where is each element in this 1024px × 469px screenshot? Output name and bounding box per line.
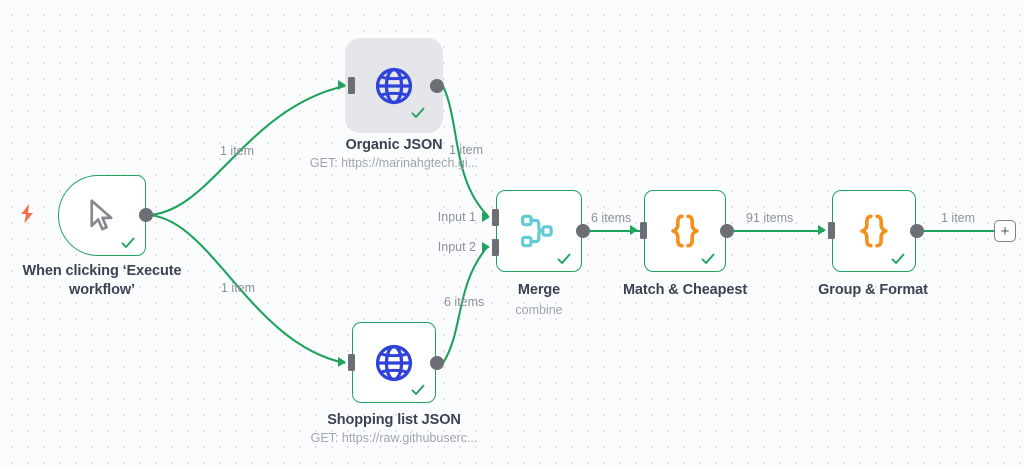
edge-label-group-to-add: 1 item	[941, 211, 976, 225]
status-check-icon	[120, 235, 136, 251]
plus-icon: +	[1000, 222, 1010, 240]
input-arrow-merge-2	[482, 242, 490, 252]
merge-input-1-label: Input 1	[437, 210, 476, 224]
input-port-group-and-format[interactable]	[828, 222, 835, 239]
node-subtitle-merge: combine	[515, 303, 563, 317]
input-port-shopping-list-json[interactable]	[348, 354, 355, 371]
input-arrow-match-and-cheapest	[630, 225, 638, 235]
output-port-shopping-list-json[interactable]	[430, 356, 444, 370]
mouse-pointer-icon	[59, 176, 145, 255]
edge-label-trigger-to-shopping: 1 item	[221, 281, 256, 295]
input-port-match-and-cheapest[interactable]	[640, 222, 647, 239]
node-title-trigger: When clicking ‘Execute workflow’	[22, 263, 182, 298]
node-subtitle-shopping-list-json: GET: https://raw.githubuserc...	[310, 431, 478, 445]
node-group-and-format[interactable]	[832, 190, 916, 272]
edge-label-organic-to-merge: 1 item	[449, 143, 484, 157]
merge-input-2-label: Input 2	[437, 240, 476, 254]
input-port-organic-json[interactable]	[348, 77, 355, 94]
input-arrow-group-and-format	[818, 225, 826, 235]
node-title-match-and-cheapest: Match & Cheapest	[622, 282, 748, 298]
globe-icon	[353, 46, 435, 125]
node-organic-json[interactable]	[345, 38, 443, 133]
output-port-trigger[interactable]	[139, 208, 153, 222]
node-subtitle-organic-json: GET: https://marinahgtech.gi...	[309, 156, 479, 170]
node-match-and-cheapest[interactable]	[644, 190, 726, 272]
globe-icon	[353, 323, 435, 402]
node-when-clicking-execute-workflow[interactable]	[58, 175, 146, 256]
input-port-merge-1[interactable]	[492, 209, 499, 226]
output-port-organic-json[interactable]	[430, 79, 444, 93]
status-check-icon	[410, 382, 426, 398]
input-port-merge-2[interactable]	[492, 239, 499, 256]
output-port-group-and-format[interactable]	[910, 224, 924, 238]
edge-label-shopping-to-merge: 6 items	[444, 295, 485, 309]
status-check-icon	[556, 251, 572, 267]
input-arrow-organic-json	[338, 80, 346, 90]
code-braces-icon	[645, 191, 725, 271]
status-check-icon	[890, 251, 906, 267]
node-title-merge: Merge	[517, 282, 561, 298]
code-braces-icon	[833, 191, 915, 271]
node-title-group-and-format: Group & Format	[818, 282, 928, 298]
node-merge[interactable]	[496, 190, 582, 272]
status-check-icon	[700, 251, 716, 267]
input-arrow-merge-1	[482, 212, 490, 222]
node-title-shopping-list-json: Shopping list JSON	[327, 412, 461, 428]
edge-label-match-to-group: 91 items	[746, 211, 794, 225]
merge-branch-icon	[497, 191, 581, 271]
add-node-button[interactable]: +	[994, 220, 1016, 242]
status-check-icon	[410, 105, 426, 121]
input-arrow-shopping-list-json	[338, 357, 346, 367]
lightning-bolt-icon	[18, 203, 36, 230]
node-shopping-list-json[interactable]	[352, 322, 436, 403]
edge-label-trigger-to-organic: 1 item	[220, 144, 255, 158]
output-port-match-and-cheapest[interactable]	[720, 224, 734, 238]
output-port-merge[interactable]	[576, 224, 590, 238]
node-title-organic-json: Organic JSON	[345, 137, 443, 153]
edge-label-merge-to-match: 6 items	[591, 211, 632, 225]
